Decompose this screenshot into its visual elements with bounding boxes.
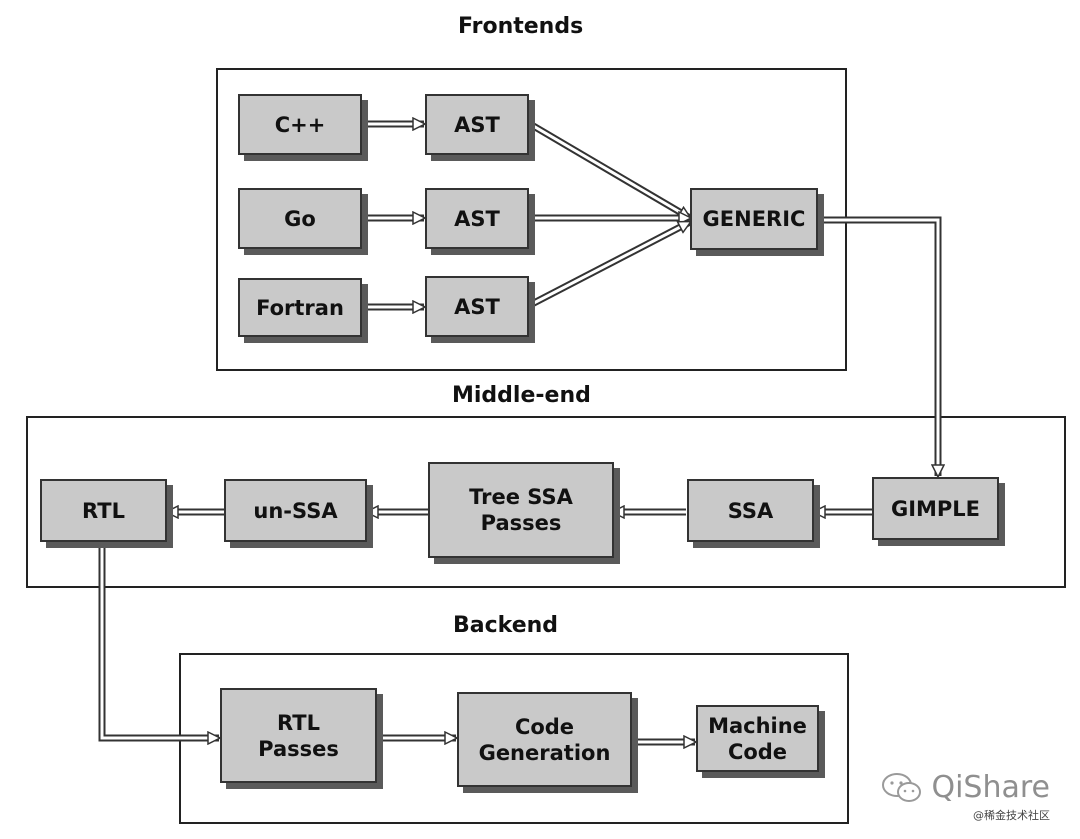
rtl-passes-label-line2: Passes <box>258 736 339 761</box>
fortran-node: Fortran <box>238 278 362 337</box>
go-label: Go <box>284 206 316 231</box>
code-generation-node: Code Generation <box>457 692 632 787</box>
rtl-label: RTL <box>82 498 125 523</box>
ssa-label: SSA <box>727 498 774 523</box>
ssa-node: SSA <box>687 479 814 542</box>
middle-end-title: Middle-end <box>452 383 591 408</box>
cpp-label: C++ <box>274 112 326 137</box>
rtl-passes-label-line1: RTL <box>277 710 320 735</box>
ast-node-3: AST <box>425 276 529 337</box>
generic-label: GENERIC <box>702 207 806 231</box>
gimple-node: GIMPLE <box>872 477 999 540</box>
code-generation-label-line2: Generation <box>478 740 611 765</box>
machine-code-label-line2: Code <box>727 739 788 764</box>
ast-node-2: AST <box>425 188 529 249</box>
cpp-node: C++ <box>238 94 362 155</box>
code-generation-label-line1: Code <box>514 714 575 739</box>
ast-label-2: AST <box>454 206 500 231</box>
frontends-title: Frontends <box>458 14 584 39</box>
ast-node-1: AST <box>425 94 529 155</box>
rtl-node: RTL <box>40 479 167 542</box>
ast-label-1: AST <box>454 112 500 137</box>
generic-node: GENERIC <box>690 188 818 250</box>
machine-code-node: Machine Code <box>696 705 819 772</box>
watermark-name: QiShare <box>931 770 1050 805</box>
tree-ssa-label-line2: Passes <box>480 511 562 535</box>
tree-ssa-label-line1: Tree SSA <box>469 485 573 509</box>
backend-title: Backend <box>453 613 559 638</box>
fortran-label: Fortran <box>256 295 344 320</box>
tree-ssa-passes-node: Tree SSA Passes <box>428 462 614 558</box>
machine-code-label-line1: Machine <box>708 713 807 738</box>
un-ssa-label: un-SSA <box>253 498 338 523</box>
watermark: QiShare @稀金技术社区 <box>881 770 1050 823</box>
rtl-passes-node: RTL Passes <box>220 688 377 783</box>
un-ssa-node: un-SSA <box>224 479 367 542</box>
wechat-icon <box>882 772 922 802</box>
watermark-sub: @稀金技术社区 <box>973 809 1050 822</box>
go-node: Go <box>238 188 362 249</box>
gimple-label: GIMPLE <box>890 496 981 521</box>
ast-label-3: AST <box>454 294 500 319</box>
